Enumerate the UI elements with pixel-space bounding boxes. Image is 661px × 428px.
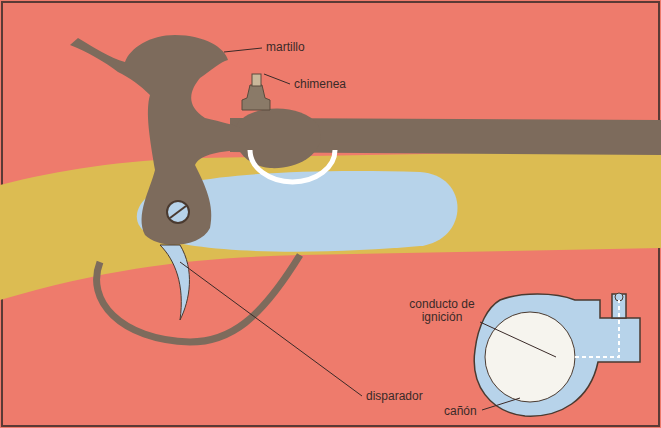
leader-line	[482, 398, 520, 410]
part-label: chimenea	[294, 78, 346, 91]
bolster	[235, 109, 321, 169]
section-nipple-tip	[615, 293, 623, 301]
leader-line	[264, 74, 290, 84]
part-label: martillo	[266, 41, 305, 54]
ignition-channel	[575, 300, 619, 357]
part-label: conducto de ignición	[403, 298, 481, 324]
trigger	[160, 245, 189, 320]
trigger-guard	[97, 255, 300, 342]
part-label: disparador	[366, 390, 423, 403]
bore	[485, 312, 575, 402]
barrel-section	[474, 294, 640, 416]
nipple	[242, 85, 270, 110]
leader-line	[224, 48, 262, 52]
screw	[167, 201, 189, 223]
leader-line	[180, 262, 362, 396]
hammer	[70, 35, 240, 245]
part-label: cañón	[444, 405, 477, 418]
screw-slot	[170, 206, 186, 218]
nipple-tip	[252, 74, 261, 86]
bolster-arc	[250, 150, 335, 182]
leader-line	[480, 322, 556, 357]
